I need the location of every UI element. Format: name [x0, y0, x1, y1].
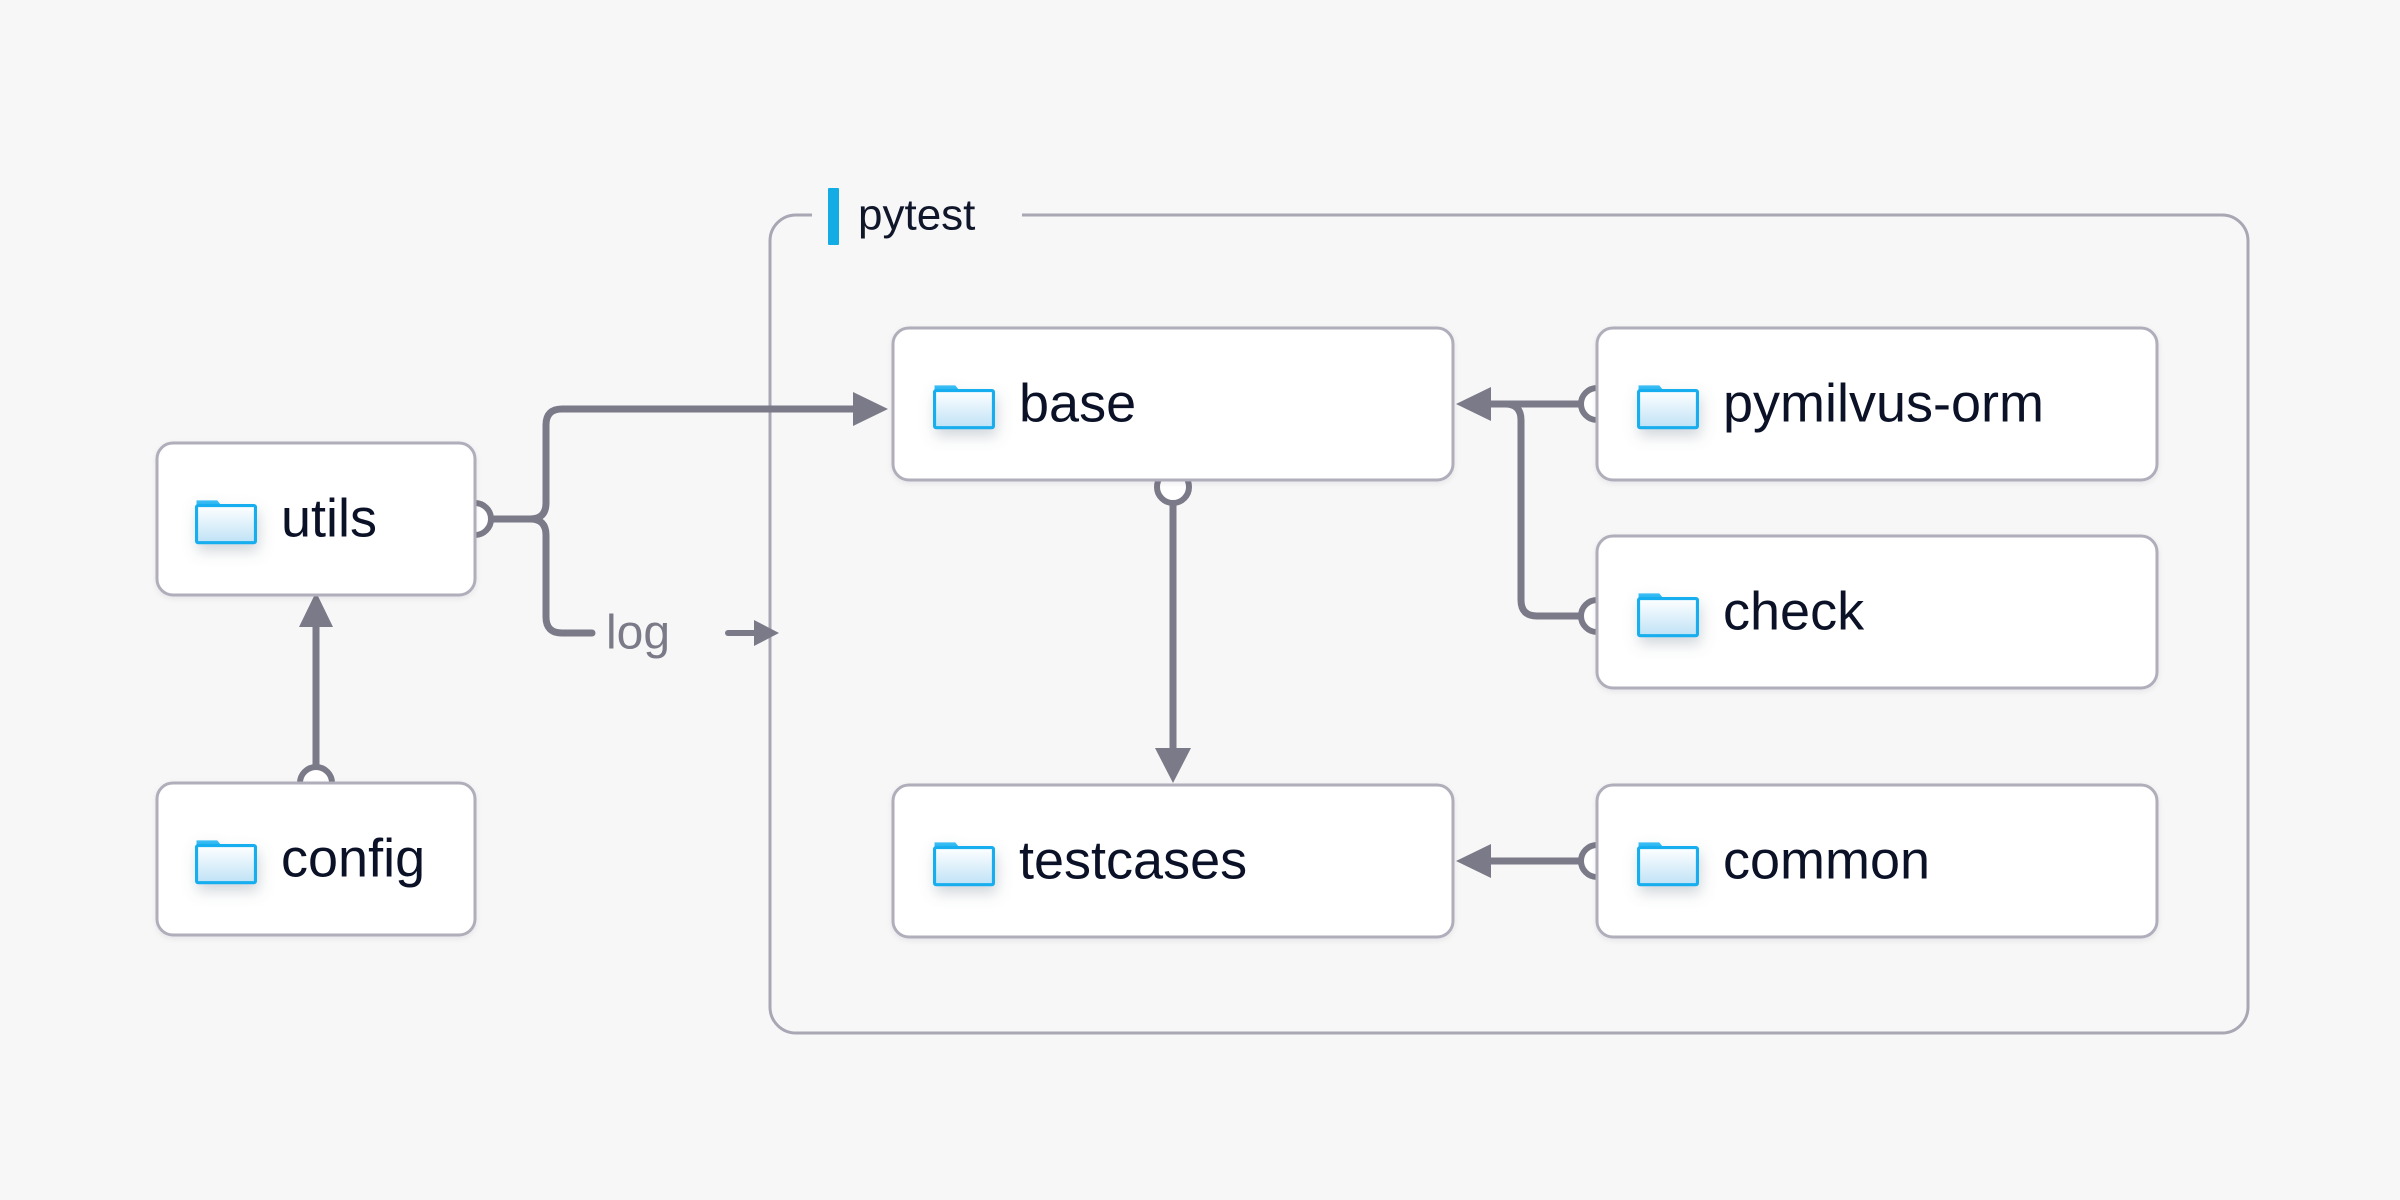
edge-base-to-testcases-arrowhead [1155, 748, 1191, 783]
node-common-box[interactable] [1595, 783, 2159, 939]
group-label-backdrop [812, 198, 1022, 234]
node-check-label: check [1723, 581, 1865, 641]
edge-right-col-to-base[interactable] [1456, 385, 1616, 635]
node-utils[interactable]: utils [155, 441, 477, 597]
node-check-box[interactable] [1595, 534, 2159, 690]
node-utils-box[interactable] [155, 441, 477, 597]
edge-common-to-testcases-arrowhead [1456, 844, 1491, 878]
folder-icon [1637, 840, 1699, 887]
edge-right-col-to-base-arrowhead [1456, 387, 1491, 421]
node-testcases-box[interactable] [891, 783, 1455, 939]
edge-label-log: log [606, 607, 670, 660]
node-pymilvus-orm[interactable]: pymilvus-orm [1595, 326, 2159, 482]
edge-config-to-utils[interactable] [297, 592, 335, 802]
node-check[interactable]: check [1595, 534, 2159, 690]
folder-icon [933, 383, 995, 430]
node-utils-label: utils [281, 488, 377, 548]
edge-base-to-testcases[interactable] [1154, 468, 1192, 783]
node-common[interactable]: common [1595, 783, 2159, 939]
node-config-label: config [281, 828, 425, 888]
node-base[interactable]: base [891, 326, 1455, 482]
group-pytest[interactable]: pytest [768, 188, 2250, 1035]
node-pymilvus-orm-box[interactable] [1595, 326, 2159, 482]
node-base-box[interactable] [891, 326, 1455, 482]
edge-label-log-group: log [606, 607, 779, 660]
folder-icon [195, 838, 257, 885]
folder-icon [1637, 591, 1699, 638]
edge-utils-to-base-path [526, 405, 859, 523]
node-config-box[interactable] [155, 781, 477, 937]
edge-config-to-utils-arrowhead [299, 592, 333, 627]
edge-check-to-base-path [1486, 400, 1585, 620]
node-testcases[interactable]: testcases [891, 783, 1455, 939]
group-pytest-label: pytest [858, 191, 975, 240]
node-base-label: base [1019, 373, 1136, 433]
node-pymilvus-orm-label: pymilvus-orm [1723, 373, 2044, 433]
folder-icon [195, 498, 257, 545]
edge-common-to-testcases[interactable] [1456, 842, 1616, 880]
folder-icon [1637, 383, 1699, 430]
node-common-label: common [1723, 830, 1930, 890]
node-testcases-label: testcases [1019, 830, 1247, 890]
edge-utils-to-log-path [526, 515, 596, 637]
edge-utils-branch[interactable] [456, 392, 888, 637]
edge-utils-to-base-arrowhead [853, 392, 888, 426]
folder-icon [933, 840, 995, 887]
edge-log-arrowhead [754, 620, 779, 646]
group-accent-bar [828, 188, 839, 245]
node-config[interactable]: config [155, 781, 477, 937]
group-pytest-border [768, 213, 2250, 1035]
